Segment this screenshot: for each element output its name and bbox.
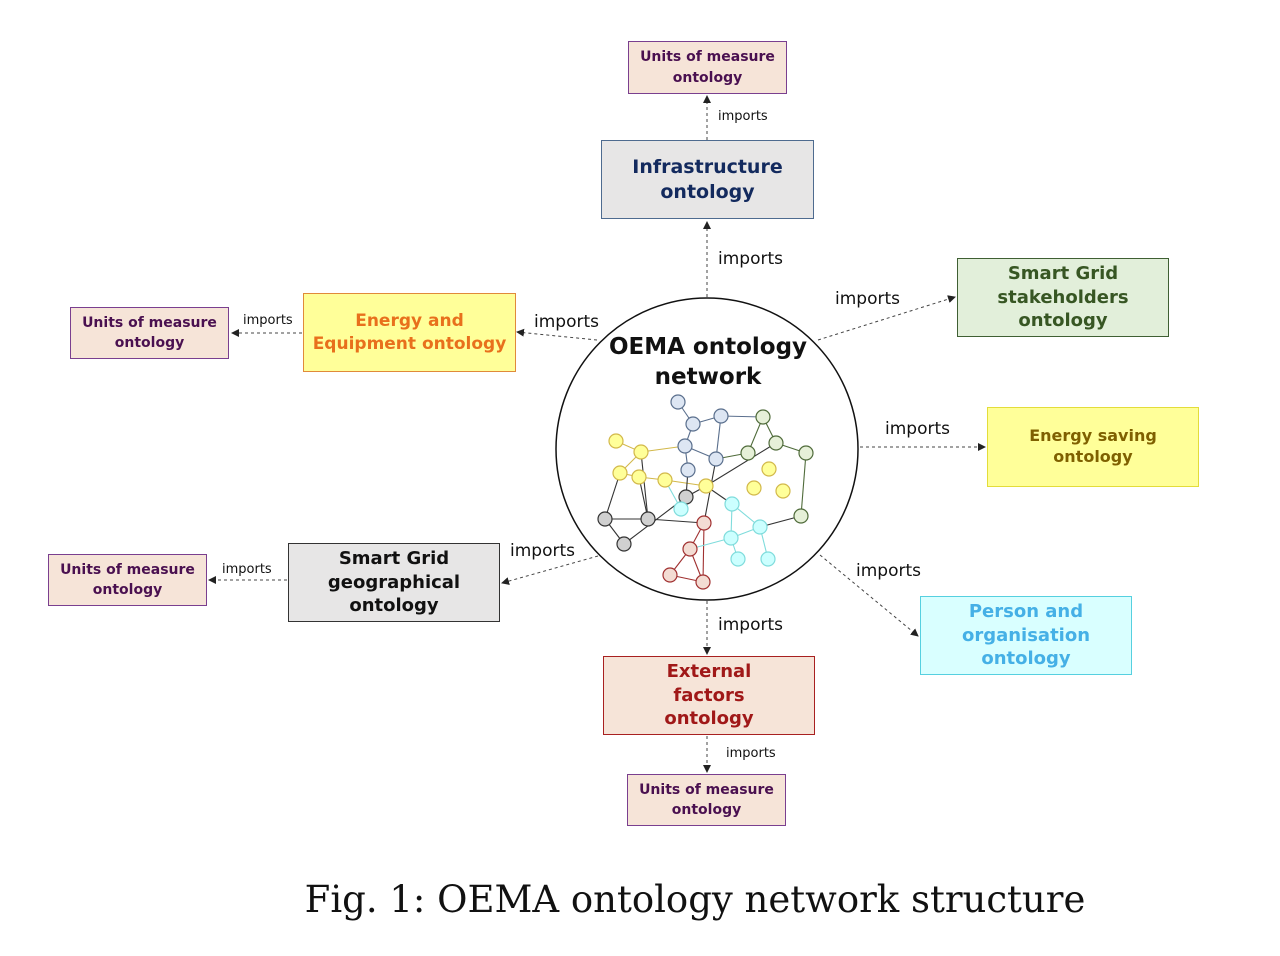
network-node	[775, 483, 791, 499]
network-node	[685, 416, 701, 432]
units-box-top-label: Units of measure ontology	[640, 49, 775, 86]
network-node	[640, 511, 656, 527]
network-node	[633, 444, 649, 460]
network-edge	[800, 452, 807, 517]
network-edge	[702, 522, 705, 583]
external-factors-box: External factors ontology	[603, 656, 815, 735]
energy-saving-box-label: Energy saving ontology	[1029, 426, 1157, 466]
edge-label-external-units: imports	[726, 746, 776, 761]
network-edge	[705, 442, 777, 487]
infrastructure-box-label: Infrastructure ontology	[632, 155, 783, 203]
energy-equipment-box-label: Energy and Equipment ontology	[312, 311, 507, 354]
network-node	[755, 409, 771, 425]
network-edge	[604, 472, 621, 520]
network-graphic	[597, 394, 814, 590]
center-circle	[555, 297, 859, 601]
stakeholders-box-label: Smart Grid stakeholders ontology	[997, 263, 1129, 332]
network-node	[760, 551, 776, 567]
energy-equipment-box: Energy and Equipment ontology	[303, 293, 516, 372]
geographical-box: Smart Grid geographical ontology	[288, 543, 500, 622]
edge-label-person: imports	[856, 561, 921, 581]
infrastructure-box: Infrastructure ontology	[601, 140, 814, 219]
edge-label-energy-units: imports	[243, 313, 293, 328]
network-node	[680, 462, 696, 478]
network-node	[673, 501, 689, 517]
energy-saving-box: Energy saving ontology	[987, 407, 1199, 487]
person-organisation-box: Person and organisation ontology	[920, 596, 1132, 675]
units-box-top: Units of measure ontology	[628, 41, 787, 94]
network-node	[670, 394, 686, 410]
units-box-left-lower-label: Units of measure ontology	[60, 561, 195, 598]
geographical-box-label: Smart Grid geographical ontology	[327, 548, 461, 617]
person-organisation-box-label: Person and organisation ontology	[961, 601, 1091, 670]
network-node	[761, 461, 777, 477]
edge-label-stakeholders: imports	[835, 289, 900, 309]
network-node	[740, 445, 756, 461]
network-node	[768, 435, 784, 451]
units-box-bottom: Units of measure ontology	[627, 774, 786, 826]
network-node	[696, 515, 712, 531]
network-node	[698, 478, 714, 494]
external-factors-box-label: External factors ontology	[664, 661, 754, 730]
edge-label-geo: imports	[510, 541, 575, 561]
network-node	[657, 472, 673, 488]
network-edge	[647, 518, 705, 524]
network-node	[608, 433, 624, 449]
network-node	[798, 445, 814, 461]
network-node	[746, 480, 762, 496]
edge-label-geo-units: imports	[222, 562, 272, 577]
network-node	[597, 511, 613, 527]
network-node	[695, 574, 711, 590]
figure-caption: Fig. 1: OEMA ontology network structure	[304, 878, 1086, 921]
network-node	[682, 541, 698, 557]
network-node	[793, 508, 809, 524]
edge-label-saving: imports	[885, 419, 950, 439]
network-edge	[640, 451, 649, 520]
edge-label-infra-units: imports	[718, 109, 768, 124]
network-node	[723, 530, 739, 546]
units-box-left-lower: Units of measure ontology	[48, 554, 207, 606]
network-node	[677, 438, 693, 454]
edge-label-external: imports	[718, 615, 783, 635]
edge-label-energy: imports	[534, 312, 599, 332]
network-node	[612, 465, 628, 481]
edge-label-infrastructure: imports	[718, 249, 783, 269]
center-title: OEMA ontology network	[608, 334, 808, 390]
units-box-left-upper-label: Units of measure ontology	[82, 314, 217, 351]
network-node	[713, 408, 729, 424]
stakeholders-box: Smart Grid stakeholders ontology	[957, 258, 1169, 337]
network-node	[616, 536, 632, 552]
network-node	[662, 567, 678, 583]
network-node	[724, 496, 740, 512]
network-node	[708, 451, 724, 467]
arrow-to-energy	[516, 328, 598, 341]
units-box-left-upper: Units of measure ontology	[70, 307, 229, 359]
network-node	[730, 551, 746, 567]
units-box-bottom-label: Units of measure ontology	[639, 781, 774, 818]
arrow-to-geo	[501, 555, 599, 585]
network-node	[631, 469, 647, 485]
network-node	[752, 519, 768, 535]
